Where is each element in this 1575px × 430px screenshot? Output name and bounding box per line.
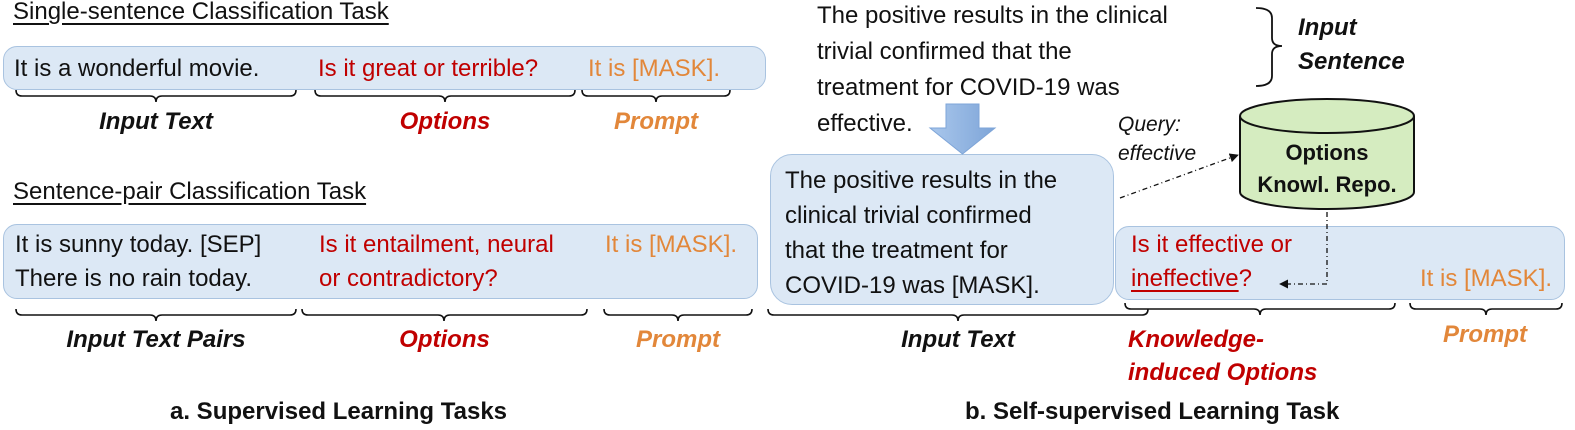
pair-options-label: Options <box>399 326 490 353</box>
pair-task-box <box>3 224 758 299</box>
knowledge-repo-label-line2: Knowl. Repo. <box>1257 172 1397 197</box>
pair-prompt-label: Prompt <box>636 326 720 353</box>
single-input-text: It is a wonderful movie. <box>14 55 260 82</box>
brace-single-options <box>314 89 576 103</box>
pair-input-line2: There is no rain today. <box>15 265 253 292</box>
pair-task-title: Sentence-pair Classification Task <box>13 178 367 205</box>
kb-options-line2: ineffective? <box>1131 262 1252 296</box>
query-arrow-icon <box>1119 153 1239 199</box>
pair-input-line1: It is sunny today. [SEP] <box>15 231 262 258</box>
masked-input-line: that the treatment for <box>785 237 1008 264</box>
panel-b-caption: b. Self-supervised Learning Task <box>965 398 1340 425</box>
input-sentence-line: trivial confirmed that the <box>817 38 1072 65</box>
kb-options-line1: Is it effective or <box>1131 231 1292 258</box>
input-sentence-text: The positive results in the clinical tri… <box>817 0 1168 142</box>
knowledge-repo-label: Options Knowl. Repo. <box>1240 137 1414 201</box>
brace-single-input <box>15 89 297 103</box>
single-options-text: Is it great or terrible? <box>318 55 539 82</box>
brace-pair-options <box>301 308 588 322</box>
pair-input-label: Input Text Pairs <box>66 326 246 353</box>
masked-input-line: COVID-19 was [MASK]. <box>785 272 1040 299</box>
single-task-title: Single-sentence Classification Task <box>13 0 389 25</box>
b-prompt-label: Prompt <box>1443 321 1527 348</box>
single-options-label: Options <box>399 108 491 135</box>
query-label-line2: effective <box>1118 142 1197 165</box>
kb-options-underlined-word: ineffective <box>1131 265 1239 292</box>
single-task-box <box>3 46 766 90</box>
kb-options-qmark: ? <box>1238 265 1252 292</box>
pair-options-line1: Is it entailment, neural <box>319 231 554 258</box>
knowledge-options-box <box>1115 226 1565 300</box>
input-sentence-line: treatment for COVID-19 was <box>817 74 1120 101</box>
brace-b-input <box>767 308 1149 322</box>
b-options-label-line1: Knowledge- <box>1128 326 1264 353</box>
query-label: Query: effective <box>1118 110 1196 168</box>
brace-single-prompt <box>581 89 731 103</box>
down-arrow-icon <box>928 103 997 155</box>
brace-b-prompt <box>1409 302 1563 316</box>
knowledge-repo-label-line1: Options <box>1285 140 1369 165</box>
query-label-line1: Query: <box>1118 113 1182 136</box>
brace-input-sentence <box>1255 7 1283 87</box>
brace-pair-input <box>15 308 297 322</box>
pair-options-line2: or contradictory? <box>319 265 498 292</box>
brace-b-options <box>1124 302 1396 316</box>
panel-a-caption: a. Supervised Learning Tasks <box>170 398 508 425</box>
knowledge-repo-cylinder-icon <box>1239 98 1415 210</box>
input-sentence-label-line2: Sentence <box>1298 48 1405 75</box>
masked-input-box <box>770 154 1114 305</box>
single-input-label: Input Text <box>99 108 213 135</box>
single-prompt-text: It is [MASK]. <box>588 55 721 82</box>
input-sentence-line: The positive results in the clinical <box>817 2 1168 29</box>
masked-input-line: clinical trivial confirmed <box>785 202 1032 229</box>
pair-prompt-text: It is [MASK]. <box>605 231 738 258</box>
options-return-arrow-icon <box>1279 212 1328 289</box>
kb-prompt-text: It is [MASK]. <box>1420 265 1553 292</box>
masked-input-text: The positive results in the clinical tri… <box>785 163 1057 303</box>
brace-pair-prompt <box>603 308 753 322</box>
b-options-label-line2: induced Options <box>1128 359 1318 386</box>
input-sentence-line: effective. <box>817 110 913 137</box>
single-prompt-label: Prompt <box>614 108 698 135</box>
input-sentence-label-line1: Input <box>1298 14 1357 41</box>
masked-input-line: The positive results in the <box>785 167 1058 194</box>
b-input-label: Input Text <box>901 326 1015 353</box>
